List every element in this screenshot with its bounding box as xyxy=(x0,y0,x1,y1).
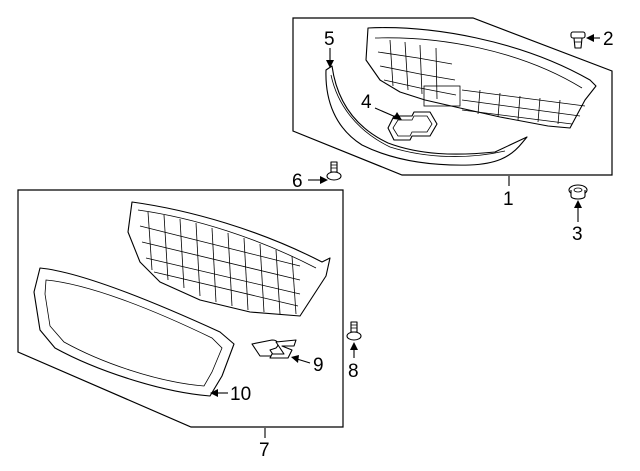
upper-grille-assembly-group xyxy=(292,17,613,176)
callout-6: 6 xyxy=(292,171,303,192)
rs-badge xyxy=(251,339,297,359)
upper-grille xyxy=(365,27,597,129)
callout-2: 2 xyxy=(603,29,614,50)
bolt-fastener-6 xyxy=(326,161,342,181)
callout-9: 9 xyxy=(313,355,324,376)
callout-3: 3 xyxy=(572,224,583,245)
callout-7: 7 xyxy=(259,440,270,461)
leader-lines xyxy=(210,34,600,438)
nut-fastener-3 xyxy=(568,184,588,200)
callout-8: 8 xyxy=(348,361,359,382)
clip-fastener-2 xyxy=(570,31,586,49)
bolt-fastener-8 xyxy=(346,321,362,341)
callout-1: 1 xyxy=(503,189,514,210)
lower-grille xyxy=(127,201,331,317)
lower-grille-assembly-group xyxy=(17,189,344,428)
callout-labels: 1 2 3 4 5 6 7 8 9 10 xyxy=(230,29,614,461)
callout-4: 4 xyxy=(361,92,372,113)
callout-5: 5 xyxy=(324,29,335,50)
callout-10: 10 xyxy=(230,384,251,405)
trim-molding xyxy=(325,65,528,166)
grille-surround xyxy=(33,267,235,397)
